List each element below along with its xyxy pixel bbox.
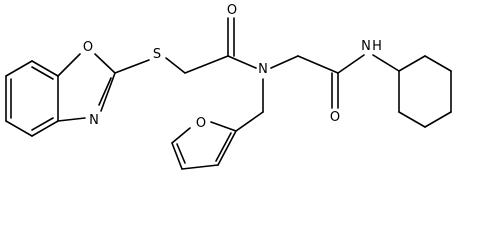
- molecule-canvas: O N S O N O N H: [5, 3, 452, 170]
- amide-nitrogen-label: N: [361, 39, 371, 54]
- amide-hydrogen-label: H: [372, 39, 382, 54]
- sulfur-label: S: [153, 47, 161, 62]
- benzene-ring: [5, 60, 59, 137]
- carbonyl-1-oxygen-label: O: [227, 3, 237, 18]
- cyclohexyl-ring: [372, 54, 452, 128]
- furan-ring: [171, 121, 237, 170]
- carbonyl-2-oxygen-label: O: [330, 110, 340, 125]
- furan-oxygen-label: O: [196, 116, 206, 131]
- oxazole-ring: [57, 53, 116, 122]
- molecule-structure: O N S O N O N H: [5, 3, 452, 170]
- central-nitrogen-label: N: [258, 62, 268, 77]
- furfuryl-linker: [235, 78, 264, 132]
- benzoxazole-oxygen-label: O: [83, 40, 93, 55]
- thioether-linker: [114, 55, 229, 74]
- benzoxazole-nitrogen-label: N: [89, 113, 99, 128]
- glycinamide-chain: [270, 54, 365, 109]
- carbonyl-1: [227, 17, 257, 69]
